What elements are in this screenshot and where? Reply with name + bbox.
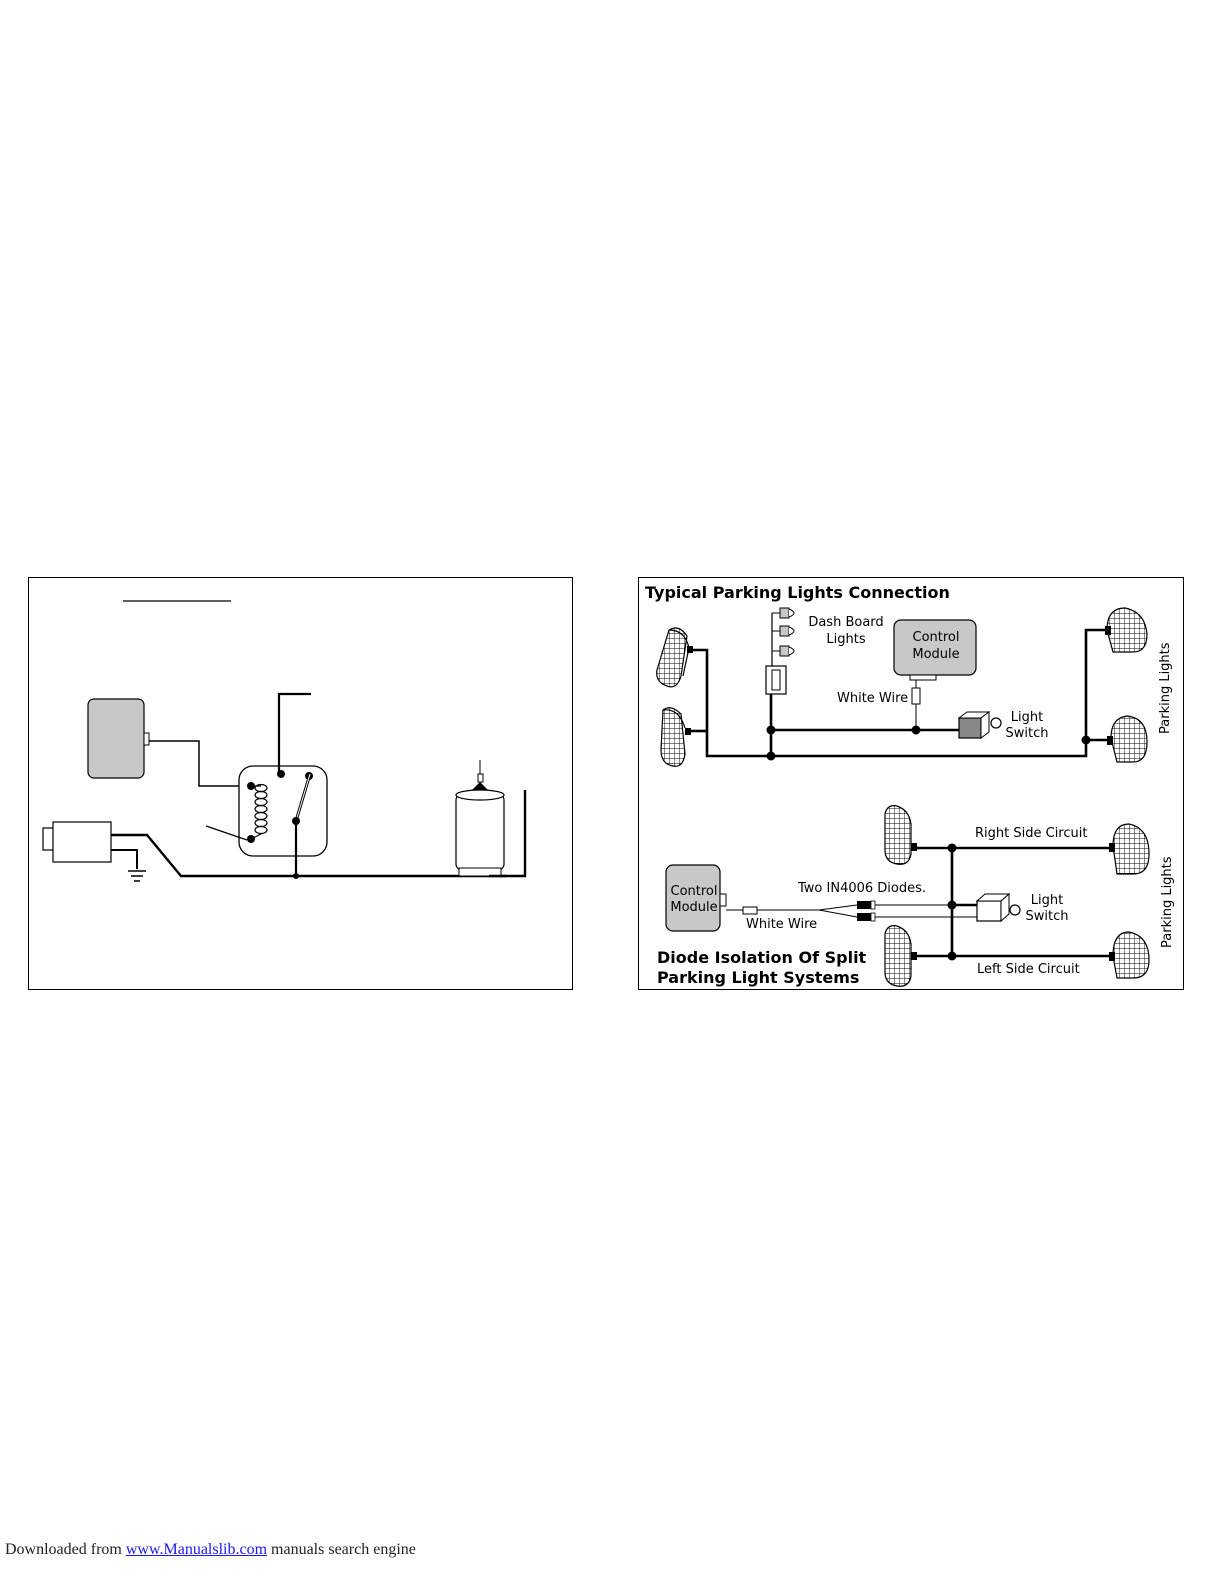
bulb-icon xyxy=(772,625,795,637)
footer-prefix: Downloaded from xyxy=(5,1541,126,1558)
control-module-top-label-2: Module xyxy=(912,647,959,662)
parking-lamp-icon xyxy=(884,925,917,987)
pointer-line xyxy=(205,825,248,841)
pin-switch-lead xyxy=(111,849,138,869)
control-module-bottom-label-1: Control xyxy=(671,884,718,899)
dash-board-label-2: Lights xyxy=(826,632,865,647)
siren-wire xyxy=(489,790,527,878)
module-connector xyxy=(143,732,150,746)
section-title-line-1: Diode Isolation Of Split xyxy=(657,948,867,967)
pin-switch-body xyxy=(52,821,112,863)
control-module-bottom-label-2: Module xyxy=(670,900,717,915)
light-switch-bottom-label-2: Switch xyxy=(1026,909,1069,924)
siren-icon xyxy=(455,760,505,877)
control-module-top-label-1: Control xyxy=(913,630,960,645)
white-wire-top-label: White Wire xyxy=(837,691,908,706)
diode-icon xyxy=(857,912,876,922)
left-side-circuit-label: Left Side Circuit xyxy=(977,962,1080,977)
parking-lamp-icon xyxy=(884,805,917,865)
parking-lights-diagram: Typical Parking Lights Connection xyxy=(645,583,1175,987)
relay-diagram xyxy=(42,600,527,882)
diode-icon xyxy=(857,900,876,910)
light-switch-icon xyxy=(975,892,1021,923)
light-switch-top-label-2: Switch xyxy=(1006,726,1049,741)
ground-symbol-icon xyxy=(128,870,146,882)
parking-lamp-icon xyxy=(1109,931,1150,979)
parking-lamp-icon xyxy=(1105,607,1148,653)
right-side-circuit-label: Right Side Circuit xyxy=(975,826,1087,841)
light-switch-bottom-label-1: Light xyxy=(1031,893,1063,908)
relay-coil-icon xyxy=(254,783,268,838)
parking-lamp-icon xyxy=(1107,715,1148,763)
bulb-icon xyxy=(772,607,795,619)
manualslib-link[interactable]: www.Manualslib.com xyxy=(125,1541,268,1558)
relay-diagram-panel xyxy=(28,577,573,990)
parking-lights-panel: Typical Parking Lights Connection xyxy=(638,577,1184,990)
section-title-line-2: Parking Light Systems xyxy=(657,968,859,987)
relay-output-wire xyxy=(277,692,311,774)
parking-lights-top-label: Parking Lights xyxy=(1158,642,1173,734)
ground-wire xyxy=(111,833,506,878)
parking-lights-bottom-label: Parking Lights xyxy=(1160,856,1175,948)
download-footer: Downloaded from www.Manualslib.com manua… xyxy=(5,1541,416,1559)
bulb-icon xyxy=(772,645,795,657)
control-module-box xyxy=(87,698,145,779)
parking-lamp-icon xyxy=(1109,823,1150,875)
parking-lamp-icon xyxy=(660,707,691,767)
two-diodes-label: Two IN4006 Diodes. xyxy=(797,881,926,896)
white-wire-bottom-label: White Wire xyxy=(746,917,817,932)
footer-suffix: manuals search engine xyxy=(267,1541,416,1558)
panel-title: Typical Parking Lights Connection xyxy=(645,583,950,602)
module-wire xyxy=(149,740,251,787)
light-switch-icon xyxy=(957,711,1002,739)
parking-lamp-icon xyxy=(656,627,693,688)
light-switch-top-label-1: Light xyxy=(1011,710,1043,725)
main-bus-wire xyxy=(693,628,1105,758)
dash-board-label-1: Dash Board xyxy=(808,615,883,630)
